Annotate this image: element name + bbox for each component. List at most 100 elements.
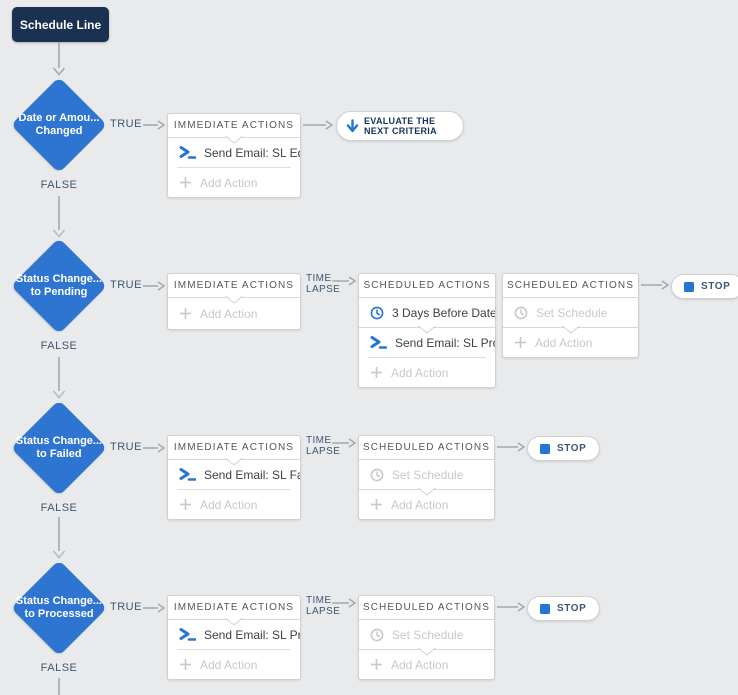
add-action-button[interactable]: Add Action xyxy=(168,168,300,197)
email-action-icon xyxy=(179,146,197,159)
chevron-notch-icon xyxy=(225,457,243,466)
divider xyxy=(177,649,291,650)
true-label: TRUE xyxy=(110,279,142,291)
connector-down-arrow xyxy=(52,196,66,238)
chevron-notch-icon xyxy=(225,295,243,304)
scheduled-actions-header: SCHEDULED ACTIONS xyxy=(362,602,491,613)
time-lapse-label: TIME LAPSE xyxy=(306,595,341,617)
plus-icon xyxy=(179,176,192,189)
scheduled-actions-header: SCHEDULED ACTIONS xyxy=(362,442,491,453)
stop-pill: STOP xyxy=(671,274,738,299)
action-item-send-email[interactable]: Send Email: SL Proc... xyxy=(359,328,495,357)
add-action-label: Add Action xyxy=(200,306,258,321)
scheduled-actions-box: SCHEDULED ACTIONS Set Schedule Add Actio… xyxy=(502,273,639,358)
set-schedule-button[interactable]: Set Schedule xyxy=(359,620,494,649)
add-action-label: Add Action xyxy=(535,335,593,350)
action-item-send-email[interactable]: Send Email: SL Proc... xyxy=(168,620,300,649)
immediate-actions-box: IMMEDIATE ACTIONS Add Action xyxy=(167,273,301,330)
set-schedule-label: Set Schedule xyxy=(392,627,464,642)
set-schedule-label: Set Schedule xyxy=(392,467,464,482)
add-action-label: Add Action xyxy=(200,175,258,190)
criteria-node-2[interactable]: Status Change... to Pending xyxy=(10,237,108,335)
chevron-notch-icon xyxy=(418,325,436,334)
start-object-button[interactable]: Schedule Line xyxy=(12,7,109,42)
criteria-label: Status Change... to Pending xyxy=(15,273,103,298)
immediate-actions-header: IMMEDIATE ACTIONS xyxy=(173,120,295,131)
add-action-button[interactable]: Add Action xyxy=(359,650,494,679)
connector-down-arrow xyxy=(52,42,66,76)
stop-label: STOP xyxy=(701,281,731,292)
connector-right-arrow xyxy=(497,442,525,452)
schedule-label: 3 Days Before Date... xyxy=(392,305,495,320)
chevron-notch-icon xyxy=(417,647,436,656)
false-label: FALSE xyxy=(40,340,78,352)
plus-icon xyxy=(370,658,383,671)
stop-label: STOP xyxy=(557,443,587,454)
scheduled-actions-header: SCHEDULED ACTIONS xyxy=(506,280,635,291)
chevron-notch-icon xyxy=(561,325,580,334)
time-lapse-label: TIME LAPSE xyxy=(306,273,341,295)
action-item-send-email[interactable]: Send Email: SL Edit... xyxy=(168,138,300,167)
scheduled-actions-box: SCHEDULED ACTIONS 3 Days Before Date... … xyxy=(358,273,496,388)
false-label: FALSE xyxy=(40,662,78,674)
stop-square-icon xyxy=(684,281,694,292)
add-action-label: Add Action xyxy=(200,657,258,672)
criteria-node-1[interactable]: Date or Amou... Changed xyxy=(10,76,108,174)
plus-icon xyxy=(179,307,192,320)
action-item-label: Send Email: SL Proc... xyxy=(204,627,300,642)
add-action-label: Add Action xyxy=(391,657,449,672)
connector-right-arrow xyxy=(332,276,356,286)
clock-icon xyxy=(370,306,384,320)
plus-icon xyxy=(179,498,192,511)
schedule-item[interactable]: 3 Days Before Date... xyxy=(359,298,495,327)
add-action-label: Add Action xyxy=(391,365,449,380)
immediate-actions-header: IMMEDIATE ACTIONS xyxy=(173,280,295,291)
connector-down-line xyxy=(58,678,60,695)
add-action-button[interactable]: Add Action xyxy=(359,358,495,387)
connector-right-arrow xyxy=(143,443,165,453)
action-item-label: Send Email: SL Failed xyxy=(204,467,300,482)
plus-icon xyxy=(179,658,192,671)
set-schedule-label: Set Schedule xyxy=(536,305,608,320)
immediate-actions-box: IMMEDIATE ACTIONS Send Email: SL Failed … xyxy=(167,435,301,520)
add-action-button[interactable]: Add Action xyxy=(503,328,638,357)
connector-down-arrow xyxy=(52,517,66,559)
connector-down-arrow xyxy=(52,357,66,399)
add-action-button[interactable]: Add Action xyxy=(168,650,300,679)
immediate-actions-header: IMMEDIATE ACTIONS xyxy=(173,602,295,613)
connector-right-arrow xyxy=(641,280,669,290)
down-arrow-icon xyxy=(346,119,359,133)
chevron-notch-icon xyxy=(225,617,243,626)
criteria-label: Date or Amou... Changed xyxy=(18,112,100,137)
connector-right-arrow xyxy=(332,598,356,608)
chevron-notch-icon xyxy=(225,135,243,144)
action-item-label: Send Email: SL Proc... xyxy=(395,335,495,350)
add-action-button[interactable]: Add Action xyxy=(168,490,300,519)
stop-label: STOP xyxy=(557,603,587,614)
set-schedule-button[interactable]: Set Schedule xyxy=(503,298,638,327)
evaluate-next-criteria-label: EVALUATE THE NEXT CRITERIA xyxy=(364,116,437,136)
add-action-label: Add Action xyxy=(391,497,449,512)
email-action-icon xyxy=(370,336,388,349)
immediate-actions-box: IMMEDIATE ACTIONS Send Email: SL Edit...… xyxy=(167,113,301,198)
add-action-button[interactable]: Add Action xyxy=(168,298,300,329)
set-schedule-button[interactable]: Set Schedule xyxy=(359,460,494,489)
time-lapse-label: TIME LAPSE xyxy=(306,435,341,457)
stop-pill: STOP xyxy=(527,436,600,461)
false-label: FALSE xyxy=(40,502,78,514)
add-action-button[interactable]: Add Action xyxy=(359,490,494,519)
scheduled-actions-box: SCHEDULED ACTIONS Set Schedule Add Actio… xyxy=(358,595,495,680)
connector-right-arrow xyxy=(143,603,165,613)
email-action-icon xyxy=(179,628,197,641)
action-item-send-email[interactable]: Send Email: SL Failed xyxy=(168,460,300,489)
scheduled-actions-box: SCHEDULED ACTIONS Set Schedule Add Actio… xyxy=(358,435,495,520)
clock-icon xyxy=(370,468,384,482)
criteria-label: Status Change... to Failed xyxy=(15,435,103,460)
criteria-node-4[interactable]: Status Change... to Processed xyxy=(10,559,108,657)
connector-right-arrow xyxy=(332,438,356,448)
action-item-label: Send Email: SL Edit... xyxy=(204,145,300,160)
criteria-node-3[interactable]: Status Change... to Failed xyxy=(10,399,108,497)
plus-icon xyxy=(370,366,383,379)
true-label: TRUE xyxy=(110,441,142,453)
